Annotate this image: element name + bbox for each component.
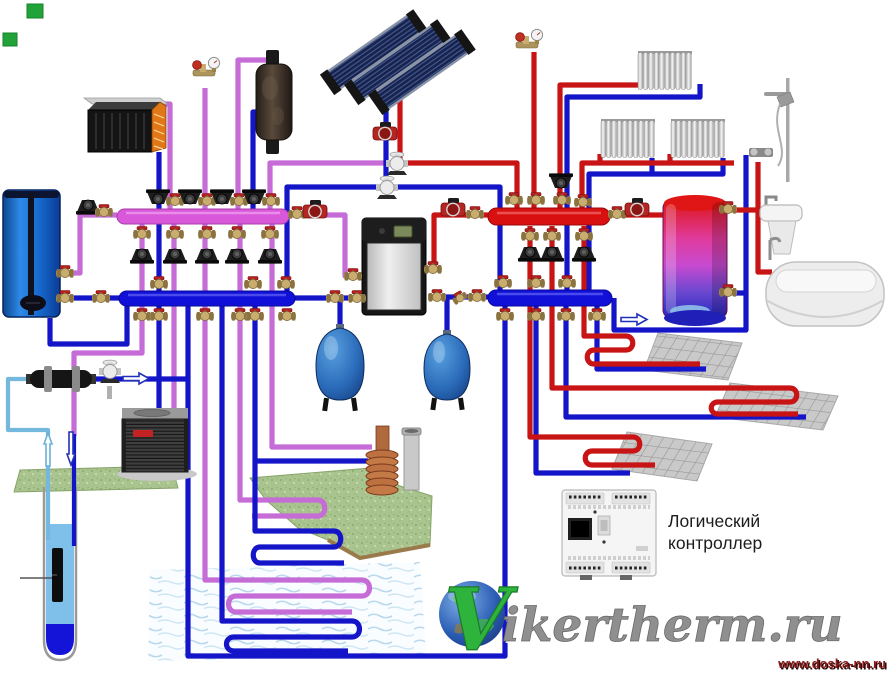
hot-water-tank — [662, 195, 728, 326]
air-source-heat-pump — [117, 408, 197, 481]
mixing-valve-bypass — [375, 175, 399, 200]
solar-collector — [319, 9, 476, 116]
site-credit-text: www.doska-nn.ru — [777, 656, 886, 671]
watermark-text-halo: ikertherm.ru — [504, 600, 845, 655]
safety-valve-group — [192, 56, 221, 77]
site-credit-shadow: www.doska-nn.ru — [779, 658, 888, 673]
green-marker — [2, 3, 44, 47]
flow-arrow-right-icon — [620, 313, 648, 326]
buffer-tank — [2, 189, 61, 318]
mixing-valve-solar — [385, 151, 409, 176]
radiator-left — [600, 118, 656, 158]
boiler — [361, 217, 427, 316]
underfloor-heating-tiles — [611, 332, 839, 482]
watermark-text: ikertherm.ru — [502, 598, 843, 653]
well-three-way-valve — [98, 359, 122, 399]
well-filter — [26, 366, 96, 392]
borehole-pump — [20, 548, 63, 602]
safety-valve-group — [515, 28, 544, 49]
radiator-top — [637, 50, 693, 90]
controller-label-line1: Логический — [668, 511, 760, 531]
washbasin — [759, 195, 803, 255]
flow-arrow-right-icon — [122, 372, 150, 385]
logic-controller — [561, 489, 657, 580]
site-credit: www.doska-nn.ru www.doska-nn.ru — [777, 656, 887, 673]
solar-pump — [372, 121, 398, 141]
flow-arrow-up-icon — [43, 432, 53, 467]
ventilation-heat-exchanger — [82, 97, 170, 153]
watermark-v: V — [444, 570, 519, 671]
heating-manifolds — [116, 207, 613, 307]
hydraulic-separator — [255, 50, 293, 154]
controller-label: Логический контроллер — [668, 511, 762, 553]
shower — [749, 78, 795, 182]
copper-coil-heat-exchanger — [365, 425, 399, 496]
controller-label-line2: контроллер — [668, 533, 762, 553]
bathtub — [765, 236, 885, 327]
expansion-tank-1 — [315, 324, 365, 412]
watermark-logo: V ikertherm.ru ikertherm.ru — [439, 569, 845, 672]
expansion-tank-2 — [423, 330, 471, 411]
radiator-right — [670, 118, 726, 158]
pvc-pipe — [401, 427, 422, 491]
